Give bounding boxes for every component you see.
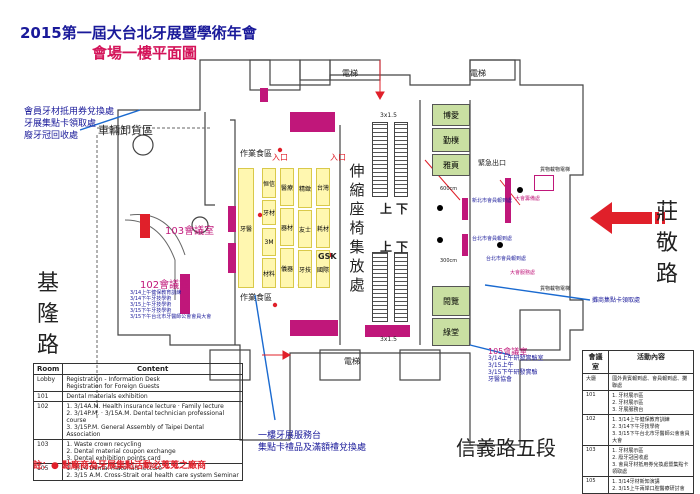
escalator-up-label: 上 <box>380 202 393 216</box>
emergency-exit-label: 緊急出口 <box>478 159 506 167</box>
room-boai[interactable]: 博愛 <box>432 104 470 126</box>
workstation-label-2: 作業食區 <box>240 293 272 302</box>
cargo-elevator-label: 貨物載物電梯 <box>540 167 571 173</box>
escalator-down <box>394 122 408 197</box>
reg-counter-1 <box>462 198 468 220</box>
booth-6[interactable]: 器材 <box>280 208 294 246</box>
elevator-label-top: 電梯 <box>342 69 358 78</box>
room102-notes: 3/14上午健保教育訓練 3/14下午牙技學術 3/15上午牙技學術 3/15下… <box>130 290 212 320</box>
taipei-reg-note-2: 台北市會員報到處 <box>486 256 527 262</box>
legend-en-header-content: Content <box>62 363 243 375</box>
footnote: 註：● 點廠商為牙展集點活動必蒐蒐之廠商 <box>33 461 206 471</box>
taipei-reg-note: 台北市會員報到處 <box>472 236 513 242</box>
workstation-label-1: 作業食區 <box>240 149 272 158</box>
room105-callout[interactable]: 105會議室 3/14上午研發實驗室 3/15上午 3/15下午研發實驗 牙醫協… <box>488 347 544 384</box>
room-qinpu[interactable]: 勤樸 <box>432 128 470 152</box>
distance-600-label: 600cm <box>440 186 458 192</box>
service-office-note: 大會服務處 <box>510 270 536 276</box>
pink-wall-1 <box>260 88 268 102</box>
entrance-label-2[interactable]: 入口 <box>330 153 346 162</box>
room103-label[interactable]: 103會議室 <box>165 226 215 237</box>
distance-300-label: 300cm <box>440 258 458 264</box>
booth-13[interactable]: 國際 <box>316 250 330 288</box>
elevator-label-bottom: 電梯 <box>344 357 360 366</box>
pink-wall-4 <box>365 325 410 337</box>
page-title: 2015第一屆大台北牙展暨學術年會 <box>20 24 257 42</box>
booth-2[interactable]: 牙材 <box>262 200 276 225</box>
entrance-label-1[interactable]: 入口 <box>272 153 288 162</box>
booth-12[interactable]: 耗材 <box>316 208 330 248</box>
service-desk-callout: 一樓牙展服務台 集點卡禮品及滿額禮兌換處 <box>258 431 367 453</box>
booth-11[interactable]: 台灣 <box>316 168 330 206</box>
gsk-booth-label[interactable]: GSK <box>318 252 337 261</box>
escalator-up-2 <box>372 252 388 322</box>
vendor-card-callout: 攤商集點卡領取處 <box>592 297 641 304</box>
escalator-up <box>372 122 388 197</box>
room103-marker <box>140 214 150 238</box>
reg-counter-2 <box>462 234 468 256</box>
booth-5[interactable]: 醫療 <box>280 168 294 206</box>
room-lvtang[interactable]: 綠堂 <box>432 318 470 346</box>
booth-7[interactable]: 儀器 <box>280 248 294 288</box>
booth-8[interactable]: 精緻 <box>298 168 312 208</box>
floor-plan-walls <box>79 59 665 446</box>
escalator-up-label-2: 上 <box>380 240 393 254</box>
road-zhuangjing: 莊 敬 路 <box>655 200 678 287</box>
road-keelung: 基 隆 路 <box>36 271 59 358</box>
pink-wall-6 <box>228 243 236 273</box>
booth-3[interactable]: 3M <box>262 228 276 256</box>
pink-wall-3 <box>290 320 338 336</box>
dist-bottom: 3x1.5 <box>380 336 397 343</box>
room102-marker <box>180 274 190 314</box>
escalator-down-label-2: 下 <box>396 240 409 254</box>
loading-zone-label: 車輛卸貨區 <box>98 124 153 137</box>
organizer-office-note: 大會籌備處 <box>515 196 541 202</box>
room-yuelan[interactable]: 閱覽 <box>432 286 470 316</box>
legend-cn-header-content: 活動內容 <box>608 350 694 374</box>
room102-label[interactable]: 102會議室 <box>140 280 190 291</box>
escalator-down-label: 下 <box>396 202 409 216</box>
booth-column-1[interactable]: 牙醫 <box>238 168 254 288</box>
escalator-down-2 <box>394 252 408 322</box>
legend-cn-header-room: 會議室 <box>581 350 610 374</box>
booth-9[interactable]: 友士 <box>298 210 312 248</box>
telescopic-seating-label: 伸 縮 座 椅 集 放 處 <box>349 162 365 294</box>
reg-counter-3 <box>505 178 511 223</box>
legend-en-header-room: Room <box>32 363 64 375</box>
booth-4[interactable]: 材料 <box>262 258 276 288</box>
organizer-booth[interactable] <box>534 175 554 191</box>
recycle-callout: 會員牙材抵用券兌換處 牙展集點卡領取處 廢牙冠回收處 <box>24 107 115 141</box>
road-xinyi: 信義路五段 <box>456 436 556 460</box>
booth-10[interactable]: 牙技 <box>298 250 312 288</box>
page-subtitle: 會場一樓平面圖 <box>92 44 198 62</box>
pink-wall-2 <box>290 112 335 132</box>
room-yaye[interactable]: 雅頁 <box>432 154 470 176</box>
table-row: 大廳國外貴賓報到處、會員報到處、攤聯處 <box>581 373 694 391</box>
newtaipei-reg-note: 新北市會員報到處 <box>472 198 513 204</box>
elevator-label-right: 電梯 <box>470 69 486 78</box>
pink-wall-5 <box>228 206 236 232</box>
booth-grid: 牙醫 恒信 牙材 3M 材料 醫療 器材 儀器 精緻 友士 牙技 台灣 耗材 國… <box>238 168 338 293</box>
dist-top: 3x1.5 <box>380 112 397 119</box>
booth-1[interactable]: 恒信 <box>262 168 276 198</box>
cargo-elevator-label-2: 貨物載物電梯 <box>540 286 571 292</box>
